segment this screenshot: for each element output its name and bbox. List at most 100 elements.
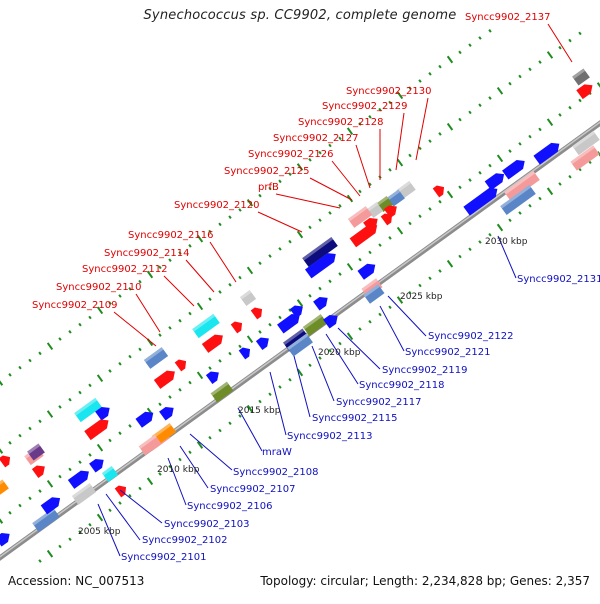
upper-gene-labels: Syncc9902_2137 Syncc9902_2130 Syncc9902_… bbox=[32, 12, 551, 311]
leader-line bbox=[209, 241, 237, 283]
tick-mark bbox=[338, 136, 342, 141]
gene-block bbox=[500, 184, 536, 216]
leader-line bbox=[355, 144, 371, 189]
tick-mark bbox=[46, 480, 54, 488]
gene-label-link[interactable]: Syncc9902_2114 bbox=[104, 248, 190, 259]
gene-label-link[interactable]: Syncc9902_2116 bbox=[128, 230, 214, 241]
gene-block bbox=[570, 145, 600, 171]
gene-label-link[interactable]: mraW bbox=[262, 447, 292, 458]
gene-highlight bbox=[363, 284, 380, 298]
tick-mark bbox=[18, 503, 22, 508]
gene-label-link[interactable]: Syncc9902_2107 bbox=[210, 484, 296, 495]
gene-arrow bbox=[238, 347, 251, 360]
gene-label-link[interactable]: Syncc9902_2122 bbox=[428, 331, 514, 342]
tick-mark bbox=[188, 311, 192, 316]
leader-line bbox=[97, 503, 121, 557]
gene-label-link[interactable]: Syncc9902_2101 bbox=[121, 552, 207, 563]
gene-feature bbox=[192, 313, 220, 339]
gene-label-link[interactable]: Syncc9902_2130 bbox=[346, 86, 432, 97]
kbp-label: 2030 kbp bbox=[485, 237, 528, 247]
tick-mark bbox=[446, 190, 454, 199]
gene-label-link[interactable]: prfB bbox=[258, 182, 279, 193]
gene-label-link[interactable]: Syncc9902_2118 bbox=[359, 380, 445, 391]
tick-mark bbox=[196, 302, 204, 311]
gene-label-link[interactable]: Syncc9902_2103 bbox=[164, 519, 250, 530]
tick-mark bbox=[238, 275, 242, 280]
gene-label-link[interactable]: Syncc9902_2125 bbox=[224, 166, 310, 177]
tick-mark bbox=[408, 86, 412, 90]
gene-arrow bbox=[380, 213, 393, 226]
tick-mark bbox=[128, 424, 132, 428]
tick-mark bbox=[458, 254, 462, 259]
gene-feature bbox=[349, 224, 378, 248]
tick-mark bbox=[146, 477, 154, 486]
gene-highlight bbox=[151, 423, 172, 439]
gene-label-link[interactable]: Syncc9902_2121 bbox=[405, 347, 491, 358]
gene-feature bbox=[277, 314, 300, 334]
tick-mark bbox=[78, 390, 82, 395]
gene-feature bbox=[205, 371, 219, 384]
tick-mark bbox=[288, 377, 292, 382]
tick-mark bbox=[278, 247, 282, 251]
tick-mark bbox=[318, 286, 322, 291]
tick-mark bbox=[478, 170, 482, 175]
tick-mark bbox=[246, 404, 254, 413]
tick-mark bbox=[428, 72, 432, 76]
gene-label-link[interactable]: Syncc9902_2110 bbox=[56, 282, 142, 293]
gene-label-link[interactable]: Syncc9902_2129 bbox=[322, 101, 408, 112]
gene-arrow bbox=[432, 185, 445, 198]
gene-label-link[interactable]: Syncc9902_2119 bbox=[382, 365, 468, 376]
gene-arrow bbox=[135, 411, 154, 428]
gene-label-link[interactable]: Syncc9902_2120 bbox=[174, 200, 260, 211]
kbp-scale-labels: 2005 kbp 2010 kbp 2015 kbp 2020 kbp 2025… bbox=[78, 237, 528, 537]
gene-label-link[interactable]: Syncc9902_2112 bbox=[82, 264, 168, 275]
gene-label-link[interactable]: Syncc9902_2117 bbox=[336, 397, 422, 408]
gene-label-link[interactable]: Syncc9902_2127 bbox=[273, 133, 359, 144]
tick-mark bbox=[338, 341, 342, 346]
tick-mark bbox=[228, 421, 232, 426]
gene-label-link[interactable]: Syncc9902_2115 bbox=[312, 413, 398, 424]
gene-label-link[interactable]: Syncc9902_2137 bbox=[465, 12, 551, 23]
tick-mark bbox=[218, 222, 222, 227]
gene-label-link[interactable]: Syncc9902_2128 bbox=[298, 117, 384, 128]
tick-mark bbox=[188, 244, 192, 248]
tick-mark bbox=[308, 293, 312, 298]
gene-feature bbox=[71, 483, 97, 505]
gene-label-link[interactable]: Syncc9902_2102 bbox=[142, 535, 228, 546]
gene-label-link[interactable]: Syncc9902_2113 bbox=[287, 431, 373, 442]
gene-label-link[interactable]: Syncc9902_2126 bbox=[248, 149, 334, 160]
gene-feature bbox=[174, 359, 187, 372]
tick-mark bbox=[158, 333, 162, 337]
gene-features bbox=[0, 68, 600, 547]
tick-mark bbox=[128, 354, 132, 359]
tick-mark bbox=[158, 402, 162, 407]
gene-feature bbox=[313, 296, 328, 311]
leader-line bbox=[325, 333, 359, 385]
gene-feature bbox=[239, 290, 257, 306]
gene-arrow bbox=[463, 187, 498, 216]
tick-mark bbox=[278, 179, 282, 184]
gene-label-link[interactable]: Syncc9902_2131 bbox=[517, 274, 600, 285]
tick-mark bbox=[478, 103, 482, 108]
tick-mark bbox=[396, 296, 404, 304]
gene-highlight bbox=[0, 479, 5, 491]
tick-mark bbox=[188, 380, 192, 385]
tick-mark bbox=[46, 549, 54, 558]
gene-label-link[interactable]: Syncc9902_2108 bbox=[233, 467, 319, 478]
tick-mark bbox=[288, 172, 292, 176]
gene-feature bbox=[363, 284, 385, 304]
gene-arrow bbox=[201, 334, 223, 353]
tick-mark bbox=[78, 460, 82, 464]
gene-label-link[interactable]: Syncc9902_2106 bbox=[187, 501, 273, 512]
tick-mark bbox=[208, 435, 212, 440]
leader-line bbox=[309, 177, 353, 201]
tick-mark bbox=[438, 64, 442, 69]
leader-line bbox=[387, 295, 427, 337]
tick-mark bbox=[38, 419, 42, 424]
gene-label-link[interactable]: Syncc9902_2109 bbox=[32, 300, 118, 311]
tick-mark bbox=[268, 322, 272, 327]
tick-mark bbox=[308, 158, 312, 162]
tick-mark bbox=[428, 276, 432, 281]
tick-mark bbox=[468, 178, 472, 182]
